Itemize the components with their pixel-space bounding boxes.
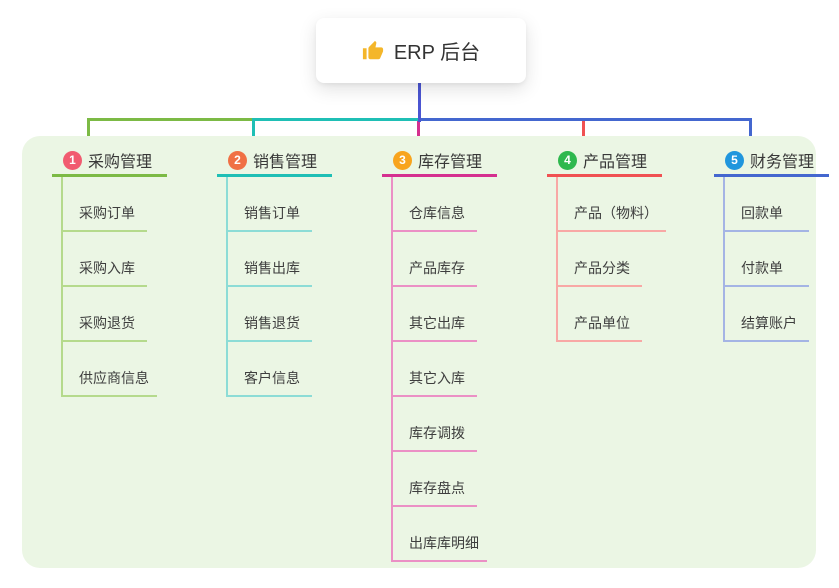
child-node[interactable]: 销售订单 (226, 177, 312, 232)
child-node[interactable]: 采购退货 (61, 287, 147, 342)
thumbs-up-icon (362, 40, 384, 62)
child-label: 采购订单 (79, 205, 135, 221)
child-node[interactable]: 付款单 (723, 232, 809, 287)
branch-spine (723, 177, 725, 340)
branch-badge: 1 (63, 150, 82, 170)
child-node[interactable]: 销售出库 (226, 232, 312, 287)
child-node[interactable]: 仓库信息 (391, 177, 477, 232)
child-node[interactable]: 采购订单 (61, 177, 147, 232)
branch-badge: 4 (558, 150, 577, 170)
child-label: 仓库信息 (409, 205, 465, 221)
branch-spine (61, 177, 63, 395)
branch-1: 1 采购管理采购订单采购入库采购退货供应商信息 (52, 146, 187, 397)
branch-spine (391, 177, 393, 560)
child-label: 产品单位 (574, 315, 630, 331)
child-node[interactable]: 销售退货 (226, 287, 312, 342)
branch-spine (226, 177, 228, 395)
branch-header[interactable]: 3 库存管理 (382, 146, 497, 177)
child-node[interactable]: 产品（物料） (556, 177, 666, 232)
child-node[interactable]: 库存调拨 (391, 397, 477, 452)
branch-header[interactable]: 5 财务管理 (714, 146, 829, 177)
branch-badge: 5 (725, 150, 744, 170)
child-node[interactable]: 其它出库 (391, 287, 477, 342)
child-label: 库存盘点 (409, 480, 465, 496)
child-node[interactable]: 产品单位 (556, 287, 642, 342)
connector-bus-segment (419, 118, 752, 121)
connector-bus-segment (87, 118, 253, 121)
child-node[interactable]: 产品分类 (556, 232, 642, 287)
branch-drop-line (749, 118, 752, 147)
child-node[interactable]: 其它入库 (391, 342, 477, 397)
branches-panel: 1 采购管理采购订单采购入库采购退货供应商信息 2 销售管理销售订单销售出库销售退货客… (22, 136, 829, 568)
root-connector-line (418, 83, 421, 122)
child-label: 付款单 (741, 260, 783, 276)
branch-label: 库存管理 (418, 154, 483, 171)
branch-label: 采购管理 (88, 154, 153, 171)
root-label: ERP 后台 (393, 42, 481, 64)
branch-drop-line (582, 118, 585, 147)
child-label: 采购退货 (79, 315, 135, 331)
branch-drop-line (87, 118, 90, 147)
branch-label: 销售管理 (253, 154, 318, 171)
child-label: 供应商信息 (79, 370, 149, 386)
child-label: 销售订单 (244, 205, 300, 221)
branch-3: 3 库存管理仓库信息产品库存其它出库其它入库库存调拨库存盘点出库库明细 (382, 146, 517, 562)
child-node[interactable]: 结算账户 (723, 287, 809, 342)
child-node[interactable]: 客户信息 (226, 342, 312, 397)
child-label: 库存调拨 (409, 425, 465, 441)
branch-badge: 2 (228, 150, 247, 170)
branch-5: 5 财务管理回款单付款单结算账户 (714, 146, 839, 342)
branch-2: 2 销售管理销售订单销售出库销售退货客户信息 (217, 146, 352, 397)
child-label: 采购入库 (79, 260, 135, 276)
connector-bus-segment (252, 118, 420, 121)
child-label: 产品库存 (409, 260, 465, 276)
branch-label: 财务管理 (750, 154, 815, 171)
child-node[interactable]: 库存盘点 (391, 452, 477, 507)
child-label: 其它出库 (409, 315, 465, 331)
child-node[interactable]: 供应商信息 (61, 342, 157, 397)
child-label: 销售退货 (244, 315, 300, 331)
branch-4: 4 产品管理产品（物料） 产品分类产品单位 (547, 146, 682, 342)
child-label: 客户信息 (244, 370, 300, 386)
child-label: 产品（物料） (574, 205, 658, 221)
root-node[interactable]: ERP 后台 (316, 18, 526, 83)
branch-label: 产品管理 (583, 154, 648, 171)
branch-spine (556, 177, 558, 340)
child-node[interactable]: 采购入库 (61, 232, 147, 287)
branch-header[interactable]: 4 产品管理 (547, 146, 662, 177)
branch-header[interactable]: 2 销售管理 (217, 146, 332, 177)
branch-header[interactable]: 1 采购管理 (52, 146, 167, 177)
branch-drop-line (252, 118, 255, 147)
child-node[interactable]: 出库库明细 (391, 507, 487, 562)
child-label: 出库库明细 (409, 535, 479, 551)
branch-drop-line (417, 118, 420, 147)
child-label: 产品分类 (574, 260, 630, 276)
child-label: 结算账户 (741, 315, 797, 331)
child-node[interactable]: 产品库存 (391, 232, 477, 287)
child-label: 销售出库 (244, 260, 300, 276)
child-label: 回款单 (741, 205, 783, 221)
child-node[interactable]: 回款单 (723, 177, 809, 232)
child-label: 其它入库 (409, 370, 465, 386)
branch-badge: 3 (393, 150, 412, 170)
